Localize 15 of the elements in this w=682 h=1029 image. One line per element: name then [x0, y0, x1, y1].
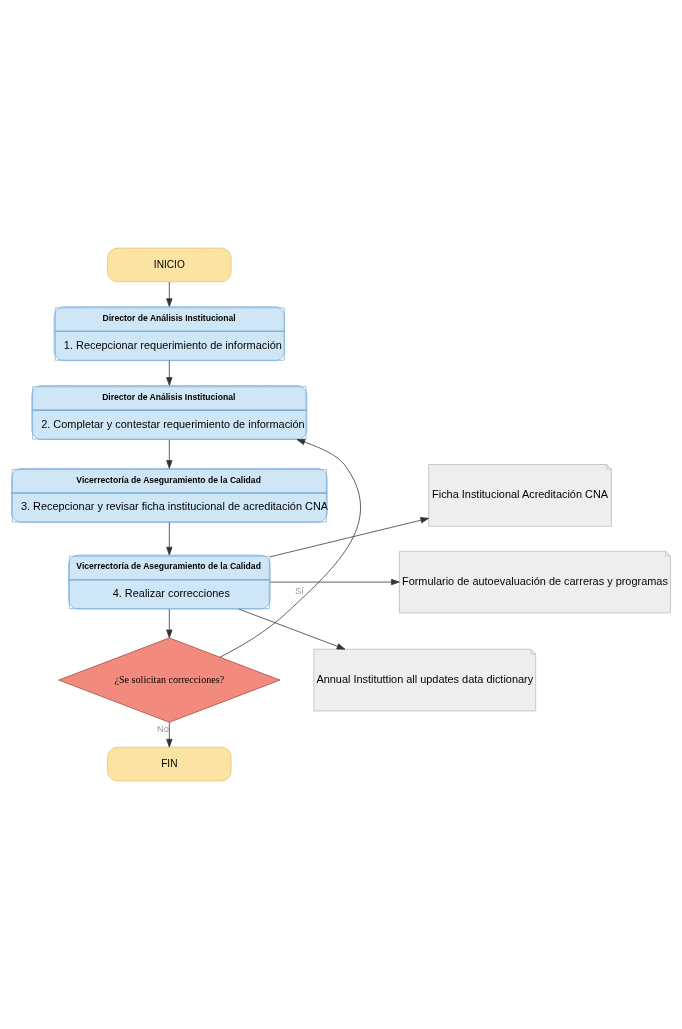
arrow — [238, 608, 346, 650]
arrow — [166, 281, 173, 307]
edge-label: No — [157, 723, 170, 734]
node-diamond: ¿Se solicitan correcciones? — [58, 637, 281, 723]
arrow — [166, 608, 173, 639]
arrow — [166, 360, 173, 386]
arrow — [166, 721, 173, 748]
node-box: INICIO — [107, 247, 232, 283]
edge-label: Sí — [295, 585, 304, 596]
arrow — [219, 439, 361, 658]
arrow — [166, 522, 173, 556]
node-box: FIN — [107, 746, 232, 782]
arrow — [270, 578, 400, 586]
arrow — [166, 439, 173, 469]
arrow — [269, 517, 429, 558]
